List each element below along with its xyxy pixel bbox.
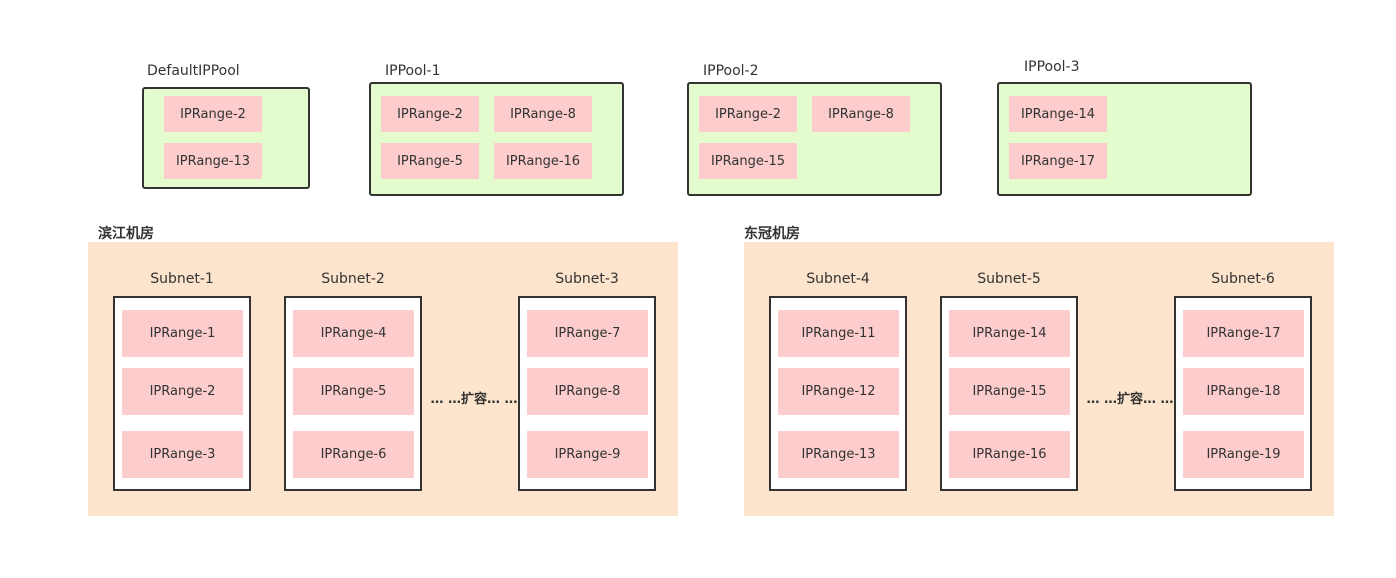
subnet-range: IPRange-3 [122,431,243,478]
subnet-title: Subnet-3 [555,271,619,287]
subnet-range: IPRange-2 [122,368,243,415]
subnet-range: IPRange-9 [527,431,648,478]
pool-range: IPRange-14 [1009,96,1107,132]
room-title-dongguan: 东冠机房 [744,226,800,242]
subnet-range: IPRange-5 [293,368,414,415]
subnet-range: IPRange-14 [949,310,1070,357]
pool-range: IPRange-13 [164,143,262,179]
pool-title-default: DefaultIPPool [147,63,240,79]
subnet-title: Subnet-4 [806,271,870,287]
pool-range: IPRange-2 [699,96,797,132]
subnet-range: IPRange-19 [1183,431,1304,478]
subnet-title: Subnet-5 [977,271,1041,287]
subnet-range: IPRange-7 [527,310,648,357]
pool-range: IPRange-16 [494,143,592,179]
subnet-range: IPRange-11 [778,310,899,357]
pool-range: IPRange-15 [699,143,797,179]
subnet-range: IPRange-12 [778,368,899,415]
pool-range: IPRange-2 [164,96,262,132]
pool-title-1: IPPool-1 [385,63,441,79]
subnet-range: IPRange-17 [1183,310,1304,357]
pool-range: IPRange-8 [812,96,910,132]
room-title-binjiang: 滨江机房 [98,226,154,242]
pool-range: IPRange-2 [381,96,479,132]
subnet-range: IPRange-16 [949,431,1070,478]
pool-range: IPRange-17 [1009,143,1107,179]
expand-label: … …扩容… … [1086,392,1174,407]
pool-range: IPRange-8 [494,96,592,132]
pool-title-2: IPPool-2 [703,63,759,79]
subnet-title: Subnet-6 [1211,271,1275,287]
expand-label: … …扩容… … [430,392,518,407]
subnet-range: IPRange-18 [1183,368,1304,415]
subnet-range: IPRange-4 [293,310,414,357]
subnet-title: Subnet-1 [150,271,214,287]
subnet-range: IPRange-8 [527,368,648,415]
subnet-title: Subnet-2 [321,271,385,287]
subnet-range: IPRange-15 [949,368,1070,415]
subnet-range: IPRange-1 [122,310,243,357]
subnet-range: IPRange-13 [778,431,899,478]
pool-range: IPRange-5 [381,143,479,179]
pool-title-3: IPPool-3 [1024,59,1080,75]
subnet-range: IPRange-6 [293,431,414,478]
